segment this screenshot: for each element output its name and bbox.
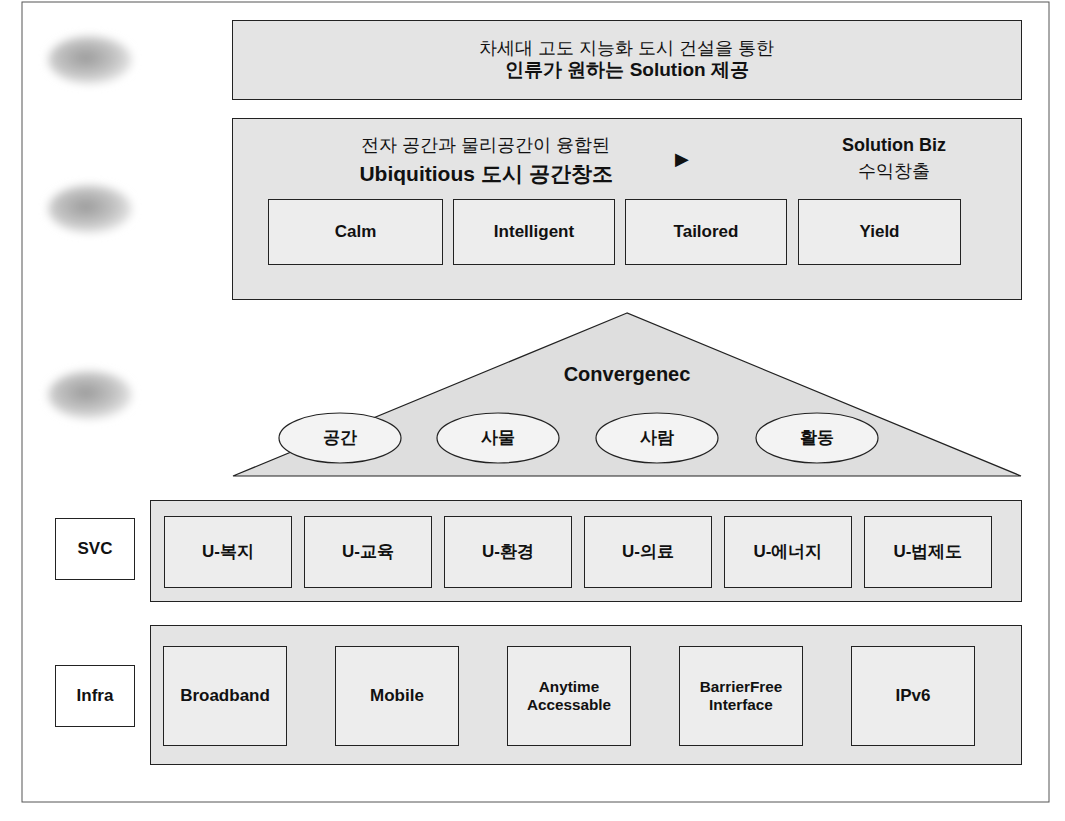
node-text: Intelligent (490, 222, 578, 242)
item-box: U-법제도 (864, 516, 992, 588)
node-text: Ubiquitious 도시 공간창조 (296, 161, 676, 186)
element-oval: 사물 (436, 412, 560, 464)
node-text: U-의료 (618, 542, 678, 562)
item-box: BarrierFree Interface (679, 646, 803, 746)
item-box: Intelligent (453, 199, 615, 265)
node-text: ▶ (669, 149, 695, 171)
node-text: SVC (74, 539, 117, 559)
node-text: Anytime Accessable (508, 678, 630, 715)
oval-shape (596, 413, 718, 463)
infra-band: Broadband Mobile Anytime Accessable Barrier… (150, 625, 1022, 765)
node-text: 전자 공간과 물리공간이 융합된 (296, 135, 676, 157)
node-text: Solution Biz (794, 135, 994, 157)
node-text: Tailored (670, 222, 743, 242)
oval-shape (756, 413, 878, 463)
node-text: U-복지 (198, 542, 258, 562)
node-text: U-법제도 (890, 542, 967, 562)
convergence-triangle: Convergenec 공간 사물 사람 활동 (232, 312, 1022, 477)
level-marker (48, 371, 132, 419)
outer-frame (22, 2, 1049, 802)
item-box: Calm (268, 199, 443, 265)
node-text: Calm (331, 222, 381, 242)
oval-shape (437, 413, 559, 463)
node-text: IPv6 (892, 686, 935, 706)
node-text: Mobile (366, 686, 428, 706)
node-text: Yield (856, 222, 904, 242)
item-box: Yield (798, 199, 961, 265)
node-text: U-에너지 (750, 542, 827, 562)
triangle-shape (233, 313, 1021, 476)
element-oval: 사람 (595, 412, 719, 464)
level-marker (48, 185, 132, 233)
node-text: BarrierFree Interface (680, 678, 802, 715)
node-text: 인류가 원하는 Solution 제공 (501, 59, 753, 82)
node-text: 차세대 고도 지능화 도시 건설을 통한 (475, 38, 778, 60)
node-text: 공간 (319, 428, 361, 448)
item-box: U-환경 (444, 516, 572, 588)
item-box: Mobile (335, 646, 459, 746)
node-text: U-환경 (478, 542, 538, 562)
level-marker (48, 36, 132, 84)
goal-box: 차세대 고도 지능화 도시 건설을 통한인류가 원하는 Solution 제공 (232, 20, 1022, 100)
node-text: 활동 (796, 428, 838, 448)
item-box: Tailored (625, 199, 787, 265)
element-oval: 활동 (755, 412, 879, 464)
item-box: U-에너지 (724, 516, 852, 588)
item-box: Broadband (163, 646, 287, 746)
item-box: U-교육 (304, 516, 432, 588)
node-text: 사람 (636, 428, 678, 448)
oval-shape (279, 413, 401, 463)
node-text: Infra (73, 686, 118, 706)
item-box: U-의료 (584, 516, 712, 588)
node-text: 사물 (477, 428, 519, 448)
node-text: U-교육 (338, 542, 398, 562)
item-box: U-복지 (164, 516, 292, 588)
layer-label-box: Infra (55, 665, 135, 727)
item-box: IPv6 (851, 646, 975, 746)
node-text: Broadband (176, 686, 274, 706)
service-band: U-복지 U-교육 U-환경 U-의료 U-에너지 U-법제도 (150, 500, 1022, 602)
vision-box: 전자 공간과 물리공간이 융합된 Ubiquitious 도시 공간창조▶ Solu… (232, 118, 1022, 300)
node-text: 수익창출 (794, 161, 994, 183)
node-text: Convergenec (427, 362, 827, 386)
element-oval: 공간 (278, 412, 402, 464)
item-box: Anytime Accessable (507, 646, 631, 746)
layer-label-box: SVC (55, 518, 135, 580)
